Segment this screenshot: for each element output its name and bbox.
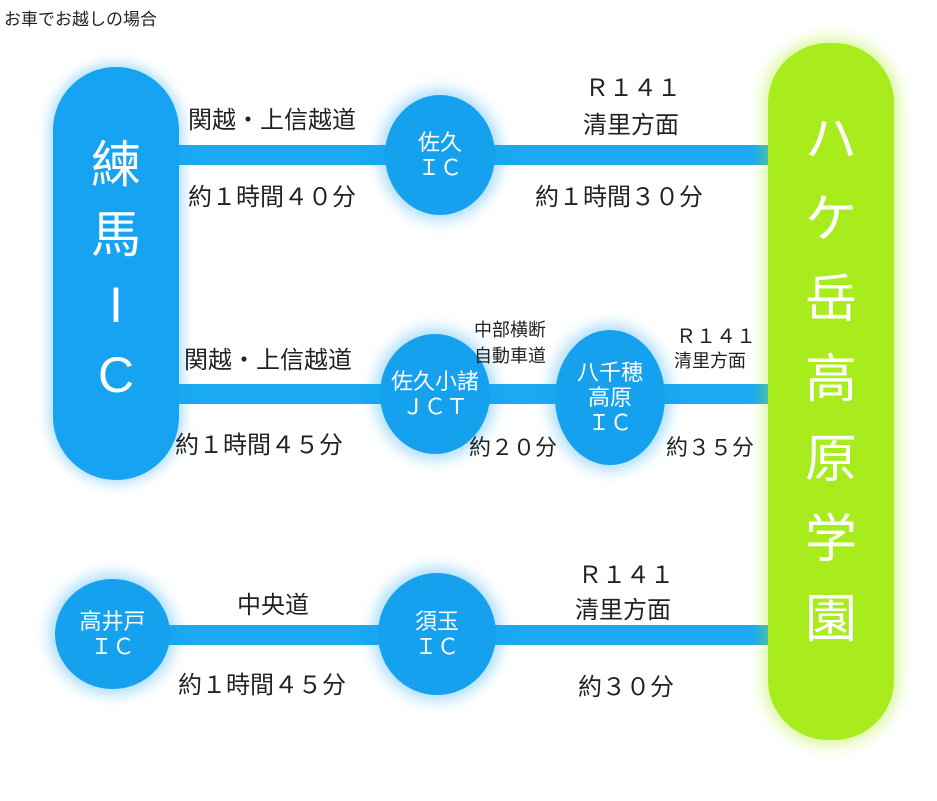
saku-ic-line2: ＩＣ <box>417 155 462 180</box>
sudama-ic-line1: 須玉 <box>414 608 459 634</box>
yachiho-ic-line2: 高原 <box>587 384 632 410</box>
yachiho-ic-node: 八千穂 高原 ＩＣ <box>555 330 665 465</box>
sakukomoro-jct-node: 佐久小諸 ＪＣＴ <box>380 334 490 454</box>
nerima-char: C <box>97 347 135 403</box>
destination-node <box>768 43 894 740</box>
sakukomoro-jct-line1: 佐久小諸 <box>390 368 479 394</box>
yachiho-ic-line1: 八千穂 <box>576 359 643 385</box>
nerima-ic-node <box>53 67 179 480</box>
takaido-ic-line2: ＩＣ <box>90 634 135 659</box>
destination-label: ハ ケ 岳 高 原 学 園 <box>768 100 894 660</box>
route1-seg1-road: 関越・上信越道 <box>188 107 356 134</box>
sudama-ic-line2: ＩＣ <box>414 634 459 659</box>
yachiho-ic-line3: ＩＣ <box>587 410 632 436</box>
destination-char: ケ <box>804 191 857 249</box>
nerima-char: I <box>109 277 123 333</box>
destination-char: 高 <box>804 351 857 409</box>
route3-seg1-road: 中央道 <box>237 592 309 619</box>
route2-seg3-road-2: 清里方面 <box>674 351 746 371</box>
route2-seg3-time: 約３５分 <box>666 435 755 460</box>
route2-seg2-road-1: 中部横断 <box>474 320 546 340</box>
route3-seg2-time: 約３０分 <box>578 674 674 701</box>
route3-seg2-road-2: 清里方面 <box>575 597 671 624</box>
route3-seg2-road-1: Ｒ１４１ <box>578 562 674 589</box>
route1-seg2-time: 約１時間３０分 <box>535 184 703 211</box>
route2-seg1-time: 約１時間４５分 <box>175 432 343 459</box>
route1-seg2-road-2: 清里方面 <box>583 112 679 139</box>
route2-seg1-road: 関越・上信越道 <box>184 347 352 374</box>
sakukomoro-jct-line2: ＪＣＴ <box>401 394 468 419</box>
route1-seg2-road-1: Ｒ１４１ <box>585 75 681 102</box>
nerima-char: 練 <box>91 137 141 193</box>
sudama-ic-node: 須玉 ＩＣ <box>378 573 496 695</box>
saku-ic-node: 佐久 ＩＣ <box>385 95 495 215</box>
page-header: お車でお越しの場合 <box>4 10 157 29</box>
takaido-ic-line1: 高井戸 <box>79 608 146 634</box>
destination-char: 学 <box>804 511 857 569</box>
destination-char: 園 <box>804 591 857 649</box>
nerima-ic-label: 練 馬 I C <box>53 130 179 410</box>
destination-char: 原 <box>804 431 857 489</box>
route1-seg1-time: 約１時間４０分 <box>188 184 356 211</box>
destination-char: ハ <box>804 111 857 169</box>
route2-seg3-road-1: Ｒ１４１ <box>676 326 756 348</box>
route2-seg2-time: 約２０分 <box>469 435 558 460</box>
saku-ic-line1: 佐久 <box>417 129 462 155</box>
nerima-char: 馬 <box>91 207 141 263</box>
route3-seg1-time: 約１時間４５分 <box>178 672 346 699</box>
takaido-ic-node: 高井戸 ＩＣ <box>55 579 170 689</box>
route2-seg2-road-2: 自動車道 <box>474 346 546 366</box>
destination-char: 岳 <box>804 271 857 329</box>
